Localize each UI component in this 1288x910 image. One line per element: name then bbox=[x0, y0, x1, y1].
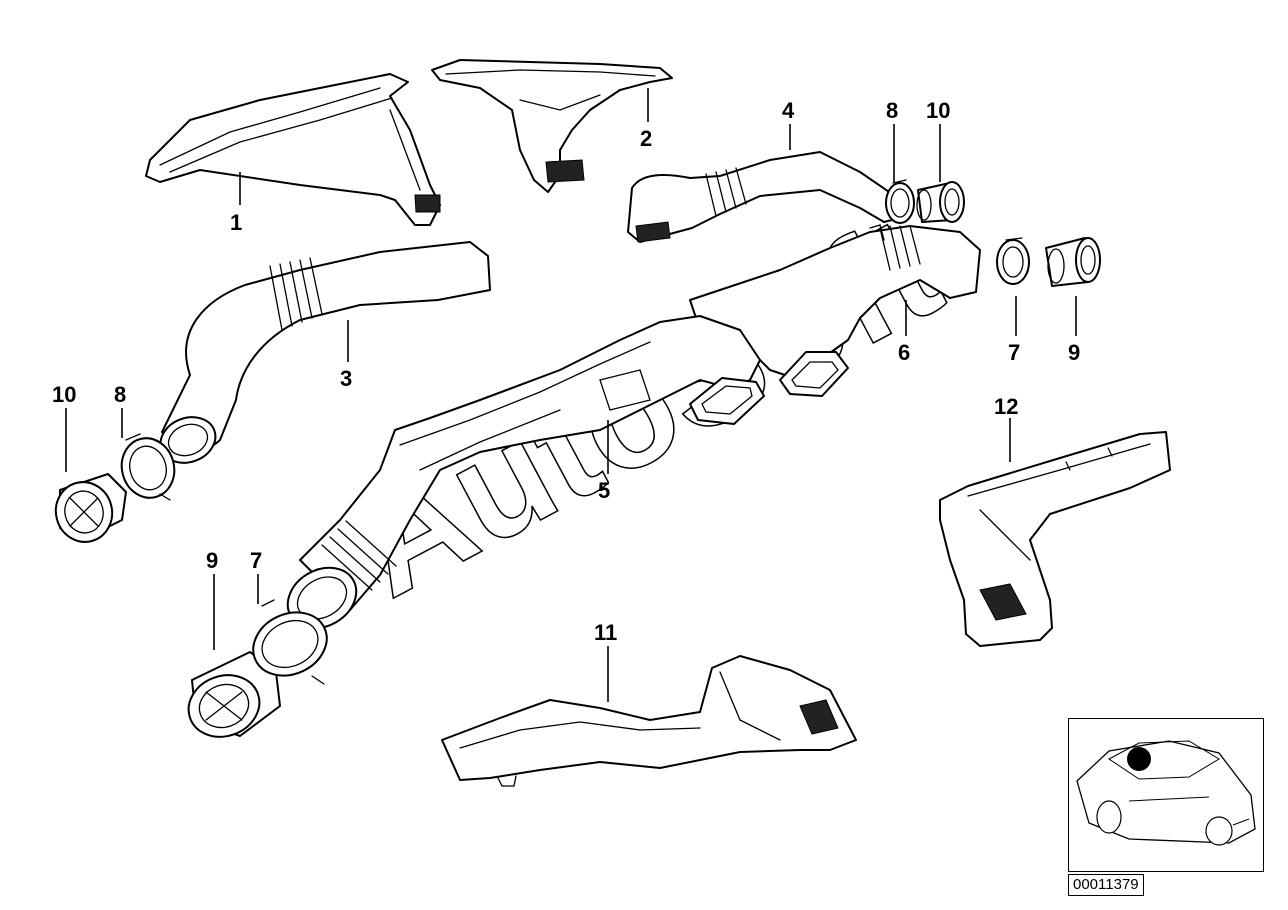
callouts: 1 2 3 4 5 6 7 7 8 8 9 9 10 10 11 12 bbox=[52, 98, 1080, 645]
part-4-side-duct[interactable] bbox=[627, 151, 901, 243]
callout-1: 1 bbox=[230, 210, 242, 235]
part-9-connector-right[interactable] bbox=[1045, 237, 1101, 287]
part-8-clamp-right[interactable] bbox=[885, 179, 915, 224]
callout-5: 5 bbox=[598, 478, 610, 503]
vehicle-inset bbox=[1068, 718, 1264, 872]
part-10-connector-left[interactable] bbox=[49, 473, 127, 548]
callout-9-right: 9 bbox=[1068, 340, 1080, 365]
callout-7-left: 7 bbox=[250, 548, 262, 573]
callout-7-right: 7 bbox=[1008, 340, 1020, 365]
callout-6: 6 bbox=[898, 340, 910, 365]
callout-2: 2 bbox=[640, 126, 652, 151]
location-marker-icon bbox=[1127, 747, 1151, 771]
car-location-icon bbox=[1076, 740, 1256, 846]
callout-9-left: 9 bbox=[206, 548, 218, 573]
part-12-rear-duct[interactable] bbox=[939, 431, 1171, 647]
part-11-floor-duct[interactable] bbox=[441, 655, 857, 787]
part-7-clamp-left[interactable] bbox=[243, 599, 337, 687]
part-2-upper-duct[interactable] bbox=[431, 59, 673, 193]
part-6-center-duct[interactable] bbox=[689, 224, 981, 397]
part-1-upper-duct[interactable] bbox=[145, 73, 441, 226]
callout-11: 11 bbox=[594, 620, 617, 645]
reference-code: 00011379 bbox=[1068, 874, 1144, 896]
part-10-connector-right[interactable] bbox=[916, 181, 965, 223]
callout-8-right: 8 bbox=[886, 98, 898, 123]
callout-10-right: 10 bbox=[926, 98, 950, 123]
callout-12: 12 bbox=[994, 394, 1018, 419]
part-8-clamp-left[interactable] bbox=[115, 432, 181, 503]
part-9-connector-left[interactable] bbox=[180, 651, 281, 747]
callout-4: 4 bbox=[782, 98, 795, 123]
leader-lines bbox=[65, 88, 1077, 702]
callout-8-left: 8 bbox=[114, 382, 126, 407]
part-7-clamp-right[interactable] bbox=[996, 237, 1030, 285]
callout-3: 3 bbox=[340, 366, 352, 391]
callout-10-left: 10 bbox=[52, 382, 76, 407]
